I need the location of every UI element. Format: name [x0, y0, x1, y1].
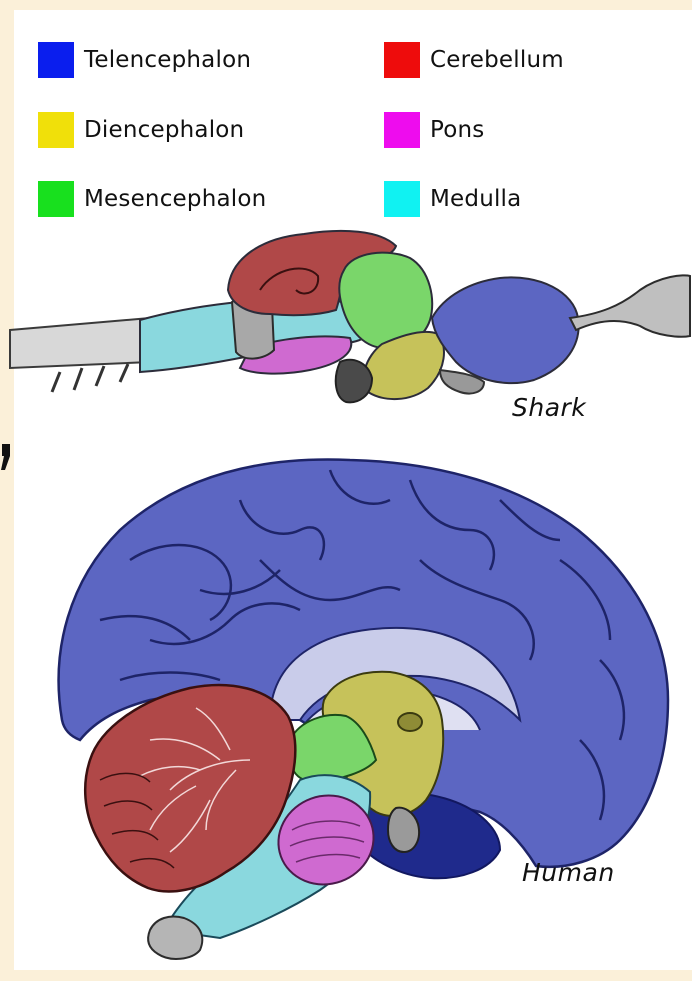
- human-spinal-cord: [148, 917, 202, 959]
- shark-nerve-roots: [52, 364, 128, 392]
- shark-telencephalon: [432, 277, 579, 383]
- shark-label: Shark: [512, 393, 586, 422]
- shark-brain: [10, 231, 690, 402]
- human-massa-intermedia: [398, 713, 422, 731]
- left-edge-comma-mark: [0, 440, 14, 476]
- shark-olfactory-tract: [570, 275, 690, 336]
- human-label: Human: [522, 858, 615, 887]
- shark-hypothalamus: [336, 360, 372, 403]
